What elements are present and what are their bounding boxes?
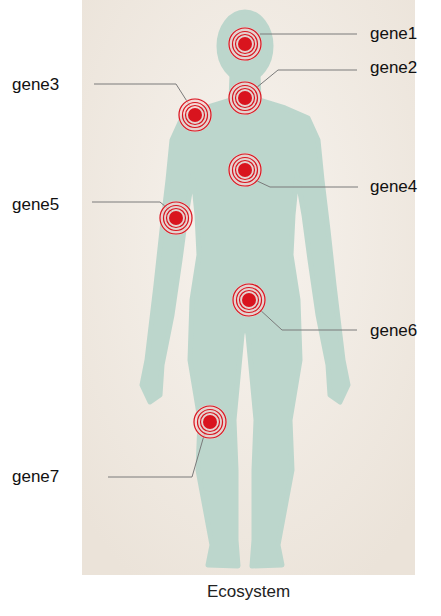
marker-ring — [169, 211, 183, 225]
marker-ring — [194, 406, 226, 438]
marker-ring — [228, 27, 262, 61]
gene-label: gene5 — [12, 195, 59, 215]
marker-ring — [193, 405, 227, 439]
leader-lines — [92, 34, 358, 477]
gene-label: gene6 — [370, 321, 417, 341]
marker-ring — [228, 81, 262, 115]
human-silhouette — [142, 12, 348, 566]
marker-ring — [229, 28, 261, 60]
marker-ring — [233, 158, 258, 183]
marker-ring — [229, 82, 261, 114]
marker-ring — [159, 201, 193, 235]
marker-ring — [236, 89, 255, 108]
marker-ring — [238, 163, 252, 177]
marker-ring — [188, 108, 202, 122]
marker-ring — [238, 91, 252, 105]
marker-ring — [201, 413, 220, 432]
marker-ring — [236, 161, 255, 180]
gene-label: gene4 — [370, 177, 417, 197]
marker-ring — [198, 410, 223, 435]
target-markers — [159, 27, 266, 439]
gene-label: gene7 — [12, 467, 59, 487]
marker-ring — [178, 98, 212, 132]
marker-ring — [237, 288, 262, 313]
marker-ring — [233, 284, 265, 316]
marker-ring — [183, 103, 208, 128]
gene-label: gene2 — [370, 58, 417, 78]
marker-ring — [160, 202, 192, 234]
marker-ring — [179, 99, 211, 131]
marker-ring — [164, 206, 189, 231]
marker-ring — [233, 86, 258, 111]
marker-ring — [228, 153, 262, 187]
gene-label: gene1 — [370, 24, 417, 44]
background-panel — [82, 0, 415, 575]
marker-ring — [203, 415, 217, 429]
marker-ring — [167, 209, 186, 228]
marker-ring — [242, 293, 256, 307]
marker-ring — [236, 35, 255, 54]
marker-ring — [186, 106, 205, 125]
caption: Ecosystem — [207, 582, 290, 602]
marker-ring — [238, 37, 252, 51]
gene-label: gene3 — [12, 75, 59, 95]
marker-ring — [240, 291, 259, 310]
marker-ring — [229, 154, 261, 186]
marker-ring — [233, 32, 258, 57]
marker-ring — [232, 283, 266, 317]
